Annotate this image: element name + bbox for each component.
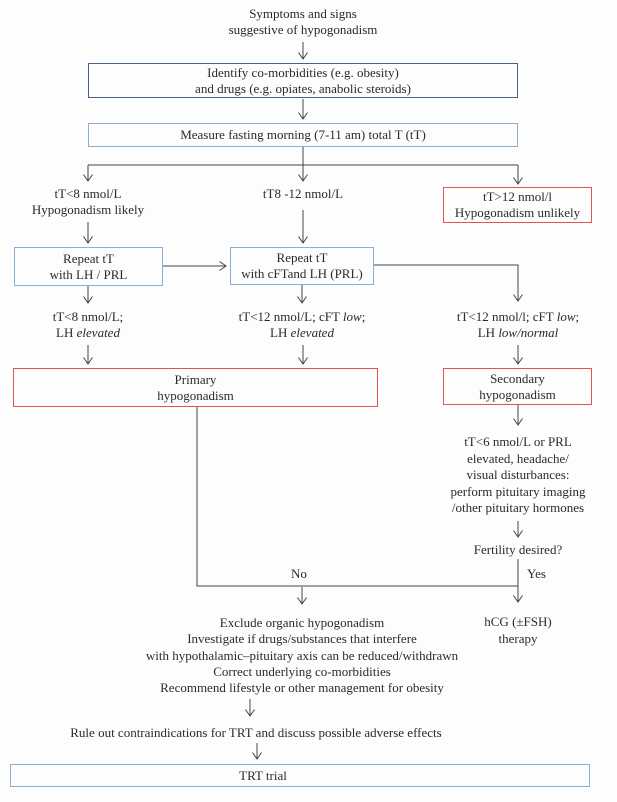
trt-trial-label: TRT trial bbox=[239, 767, 287, 783]
connector-primary-no-junction bbox=[196, 406, 518, 587]
ruleout-contraindications-node: Rule out contraindications for TRT and d… bbox=[70, 725, 442, 740]
result-left-node: tT<8 nmol/L; LH elevated bbox=[0, 309, 178, 341]
actions-line2: Investigate if drugs/substances that int… bbox=[187, 631, 417, 647]
actions-line4: Correct underlying co-morbidities bbox=[213, 663, 391, 679]
repeat-mid-line1: Repeat tT bbox=[276, 250, 328, 265]
primary-line2: hypogonadism bbox=[157, 387, 234, 403]
fertility-question-node: Fertility desired? bbox=[428, 542, 608, 558]
start-line1: Symptoms and signs bbox=[249, 6, 357, 21]
branch-mid-node: tT8 -12 nmol/L bbox=[213, 186, 393, 202]
repeat-mid-line2: with cFTand LH (PRL) bbox=[241, 266, 363, 281]
branch-high-line1: tT>12 nmol/l bbox=[482, 189, 553, 204]
connector-repeat-mid-to-result-right bbox=[373, 264, 523, 302]
identify-line1: Identify co-morbidities (e.g. obesity) bbox=[207, 64, 399, 80]
start-line2: suggestive of hypogonadism bbox=[228, 22, 378, 37]
actions-line1: Exclude organic hypogonadism bbox=[219, 615, 385, 630]
repeat-left-line1: Repeat tT bbox=[63, 250, 114, 266]
repeat-tt-lh-prl-box: Repeat tT with LH / PRL bbox=[14, 247, 163, 286]
pituitary-line2: elevated, headache/ bbox=[467, 450, 569, 466]
secondary-hypogonadism-box: Secondary hypogonadism bbox=[443, 368, 592, 405]
primary-hypogonadism-box: Primary hypogonadism bbox=[13, 368, 378, 407]
secondary-line2: hypogonadism bbox=[479, 386, 556, 402]
result-right-line1: tT<12 nmol/l; cFT low; bbox=[456, 309, 580, 324]
start-node: Symptoms and signs suggestive of hypogon… bbox=[153, 6, 453, 38]
pituitary-line5: /other pituitary hormones bbox=[451, 500, 585, 515]
yes-branch-label: Yes bbox=[527, 566, 546, 581]
actions-line5: Recommend lifestyle or other management … bbox=[160, 680, 444, 696]
branch-low-line1: tT<8 nmol/L bbox=[54, 186, 122, 201]
branch-mid-label: tT8 -12 nmol/L bbox=[262, 186, 344, 201]
repeat-left-line2: with LH / PRL bbox=[49, 266, 128, 282]
actions-line3: with hypothalamic–pituitary axis can be … bbox=[145, 647, 459, 663]
repeat-tt-cft-lh-box: Repeat tT with cFTand LH (PRL) bbox=[230, 247, 374, 285]
hcg-therapy-node: hCG (±FSH) therapy bbox=[448, 614, 588, 647]
connector-measure-split bbox=[88, 146, 518, 166]
measure-testosterone-box: Measure fasting morning (7-11 am) total … bbox=[88, 123, 518, 147]
primary-line1: Primary bbox=[174, 371, 217, 387]
branch-low-node: tT<8 nmol/L Hypogonadism likely bbox=[0, 186, 178, 218]
result-right-line2: LH low/normal bbox=[477, 325, 559, 340]
branch-low-line2: Hypogonadism likely bbox=[31, 202, 145, 217]
pituitary-line3: visual disturbances: bbox=[466, 467, 570, 482]
secondary-line1: Secondary bbox=[490, 370, 545, 386]
fertility-question-label: Fertility desired? bbox=[473, 542, 563, 557]
identify-line2: and drugs (e.g. opiates, anabolic steroi… bbox=[195, 80, 411, 96]
pituitary-line1: tT<6 nmol/L or PRL bbox=[464, 434, 572, 449]
measure-label: Measure fasting morning (7-11 am) total … bbox=[180, 127, 426, 142]
trt-trial-box: TRT trial bbox=[10, 764, 590, 787]
hcg-line2: therapy bbox=[498, 630, 538, 646]
result-mid-line2: LH elevated bbox=[270, 325, 334, 340]
pituitary-workup-node: tT<6 nmol/L or PRL elevated, headache/ v… bbox=[408, 434, 617, 517]
result-mid-node: tT<12 nmol/L; cFT low; LH elevated bbox=[212, 309, 392, 341]
branch-high-line2: Hypogonadism unlikely bbox=[454, 205, 581, 220]
result-left-line1: tT<8 nmol/L; bbox=[52, 309, 124, 324]
identify-comorbidities-box: Identify co-morbidities (e.g. obesity) a… bbox=[88, 63, 518, 98]
no-branch-label: No bbox=[291, 566, 307, 581]
hypogonadism-unlikely-box: tT>12 nmol/l Hypogonadism unlikely bbox=[443, 187, 592, 223]
result-right-node: tT<12 nmol/l; cFT low; LH low/normal bbox=[428, 309, 608, 341]
functional-hypogonadism-actions-node: Exclude organic hypogonadism Investigate… bbox=[72, 615, 532, 696]
hcg-line1: hCG (±FSH) bbox=[484, 614, 552, 629]
pituitary-line4: perform pituitary imaging bbox=[450, 483, 586, 499]
result-left-line2: LH elevated bbox=[56, 325, 120, 340]
result-mid-line1: tT<12 nmol/L; cFT low; bbox=[238, 309, 366, 324]
